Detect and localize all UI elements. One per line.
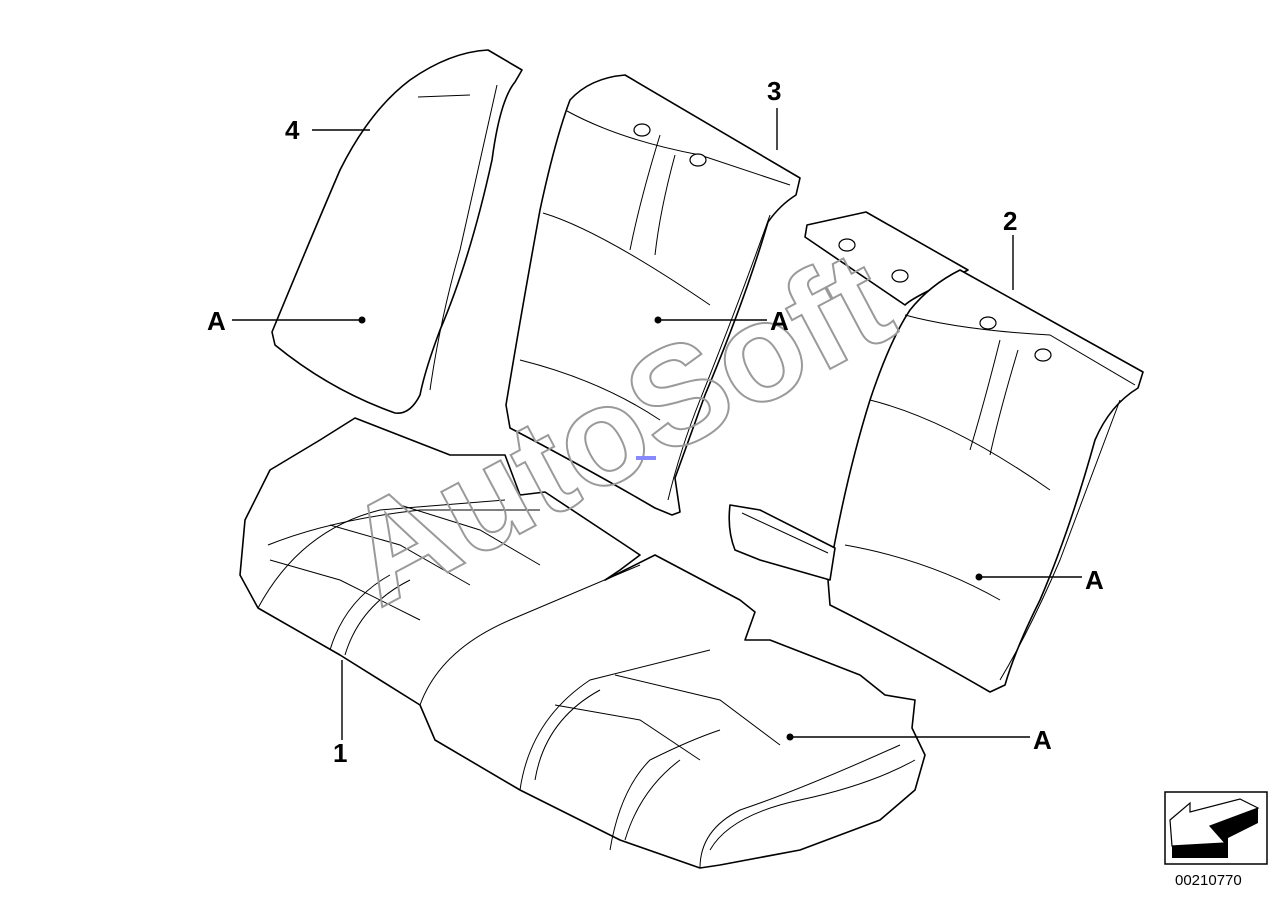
reference-number: 00210770 xyxy=(1175,872,1242,889)
marker-tick xyxy=(636,456,656,460)
callout-ref-a-cushion: A xyxy=(1033,725,1052,755)
callout-ref-a-bolster: A xyxy=(207,306,226,336)
center-backrest-part xyxy=(505,74,801,516)
callout-ref-a-outer-backrest: A xyxy=(1085,565,1104,595)
seat-cushion-part xyxy=(239,417,926,869)
callout-ref-a-center-backrest: A xyxy=(770,306,789,336)
side-trim-piece xyxy=(728,504,836,581)
callout-leaders xyxy=(232,108,1082,741)
callout-part-1: 1 xyxy=(333,738,347,768)
callout-part-2: 2 xyxy=(1003,206,1017,236)
side-bolster-part xyxy=(271,49,523,414)
direction-arrow-icon xyxy=(1169,798,1260,858)
reference-box xyxy=(1164,791,1268,865)
callout-part-4: 4 xyxy=(285,115,300,145)
outer-backrest-part xyxy=(804,211,1144,693)
callout-part-3: 3 xyxy=(767,76,781,106)
